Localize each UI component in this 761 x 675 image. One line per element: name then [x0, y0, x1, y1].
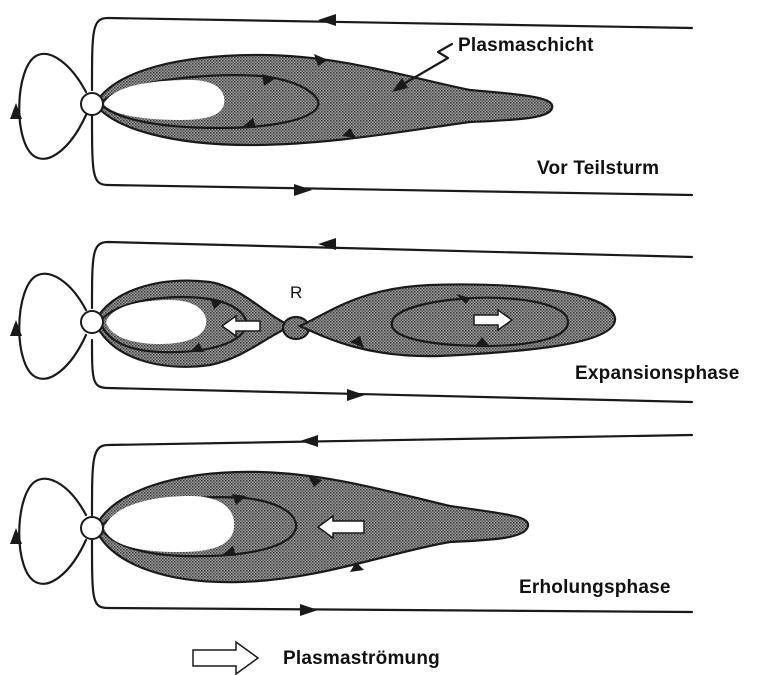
legend-flow-label: Plasmaströmung	[283, 648, 440, 670]
field-arrow-top	[300, 435, 318, 447]
phase-label-before: Vor Teilsturm	[537, 158, 659, 180]
earth	[81, 311, 103, 333]
field-arrow-bottom	[347, 389, 365, 401]
field-arrow-top	[318, 14, 336, 26]
reconnection-label: R	[290, 283, 302, 303]
phase-label-recovery: Erholungsphase	[519, 577, 671, 599]
field-arrow-bottom	[294, 184, 312, 196]
dipole-loop	[19, 54, 86, 159]
earth	[81, 517, 103, 539]
field-arrow-bottom	[300, 604, 318, 616]
earth	[81, 93, 103, 115]
phase-label-expansion: Expansionsphase	[575, 363, 740, 385]
dipole-loop	[19, 274, 86, 379]
legend-flow-arrow-icon	[193, 642, 258, 674]
plasma-sheet-label: Plasmaschicht	[458, 35, 594, 57]
dipole-loop	[19, 479, 86, 584]
